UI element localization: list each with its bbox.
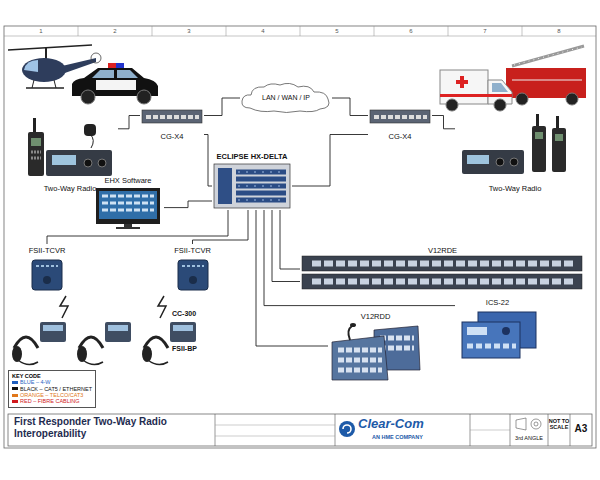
key-code-legend: KEY CODEBLUE – 4-WBLACK – CAT5 / ETHERNE… — [8, 370, 96, 408]
wireless-headsets — [12, 322, 196, 365]
fire-truck — [506, 46, 586, 105]
cable-connector — [193, 210, 249, 244]
legend-swatch — [12, 394, 18, 397]
legend-row: BLUE – 4-W — [12, 379, 92, 385]
panel-node: V12RDD — [328, 310, 423, 382]
cloud-shape — [242, 83, 329, 112]
panel-node: V12RDE — [300, 244, 585, 294]
cable-connector — [256, 210, 328, 346]
cable-connector — [118, 116, 140, 129]
device-label: Two-Way Radio — [489, 185, 542, 194]
matrix-frame — [214, 164, 290, 208]
police-car — [72, 63, 158, 104]
device-label: LAN / WAN / IP — [262, 94, 310, 102]
company-tagline: AN HME COMPANY — [372, 434, 423, 440]
cable-connector — [332, 98, 368, 116]
gateway-node: CG-X4 — [368, 106, 432, 144]
desktop-panel — [332, 323, 420, 380]
device-label: EHX Software — [104, 177, 151, 186]
cable-connector — [164, 201, 212, 208]
device-label: ECLIPSE HX-DELTA — [217, 153, 288, 162]
legend-text: RED – FIBRE CABLING — [20, 398, 80, 404]
legend-row: BLACK – CAT5 / ETHERNET — [12, 386, 92, 392]
grid-number: 3 — [184, 28, 194, 35]
legend-swatch — [12, 381, 18, 384]
device-label: CC-300 — [172, 310, 196, 318]
rack-panel — [302, 256, 582, 289]
transceiver — [32, 260, 208, 318]
grid-number: 6 — [406, 28, 416, 35]
grid-number: 1 — [36, 28, 46, 35]
network-cloud: LAN / WAN / IP — [240, 82, 332, 114]
sheet-size: A3 — [570, 423, 592, 435]
legend-swatch — [12, 387, 18, 390]
device-label: CG-X4 — [389, 133, 412, 142]
matrix-node: ECLIPSE HX-DELTA — [212, 150, 292, 210]
cable-connector — [204, 98, 240, 116]
legend-swatch — [12, 400, 18, 403]
projection-note: 3rd ANGLE — [510, 435, 548, 441]
transceiver-node: FSII-TCVR — [22, 244, 72, 294]
software-node: EHX Software — [92, 174, 164, 230]
radio-node: Two-Way Radio — [22, 112, 118, 196]
radio-node: Two-Way Radio — [455, 112, 575, 196]
two-way-radio-left — [28, 118, 112, 176]
legend-heading: KEY CODE — [12, 373, 92, 379]
ambulance — [440, 70, 512, 111]
legend-row: ORANGE – TELCO/CAT3 — [12, 392, 92, 398]
gateway-node: CG-X4 — [140, 106, 204, 144]
cable-connector — [280, 210, 300, 269]
legend-row: RED – FIBRE CABLING — [12, 398, 92, 404]
key-panel — [462, 312, 536, 358]
scale-note: NOT TO SCALE — [548, 418, 570, 431]
grid-number: 4 — [258, 28, 268, 35]
device-label: FSII-TCVR — [174, 247, 211, 256]
cable-connector — [432, 116, 455, 129]
device-label: V12RDE — [428, 247, 457, 256]
device-label: FSII-BP — [172, 345, 197, 353]
company-logo-text: Clear-Com — [358, 417, 424, 432]
panel-node: ICS-22 — [455, 296, 540, 360]
cable-connector — [204, 135, 212, 187]
legend-text: ORANGE – TELCO/CAT3 — [20, 392, 83, 398]
cable-connector — [272, 210, 300, 282]
drawing-frame — [4, 26, 596, 448]
device-label: Two-Way Radio — [44, 185, 97, 194]
cable-connector — [47, 210, 228, 244]
device-label: FSII-TCVR — [29, 247, 66, 256]
device-label: ICS-22 — [486, 299, 509, 308]
title-block — [8, 414, 592, 446]
grid-number: 8 — [554, 28, 564, 35]
two-way-radio-right — [462, 114, 566, 174]
device-label: V12RDD — [361, 313, 391, 322]
grid-number: 2 — [110, 28, 120, 35]
legend-text: BLACK – CAT5 / ETHERNET — [20, 386, 92, 392]
legend-text: BLUE – 4-W — [20, 379, 51, 385]
cable-connector — [264, 210, 455, 306]
transceiver-node: FSII-TCVR — [165, 244, 220, 294]
device-label: CG-X4 — [161, 133, 184, 142]
cable-connector — [292, 135, 368, 187]
grid-number: 5 — [332, 28, 342, 35]
monitor — [96, 188, 160, 229]
grid-number: 7 — [480, 28, 490, 35]
drawing-title: First Responder Two-Way Radio Interopera… — [14, 416, 204, 440]
